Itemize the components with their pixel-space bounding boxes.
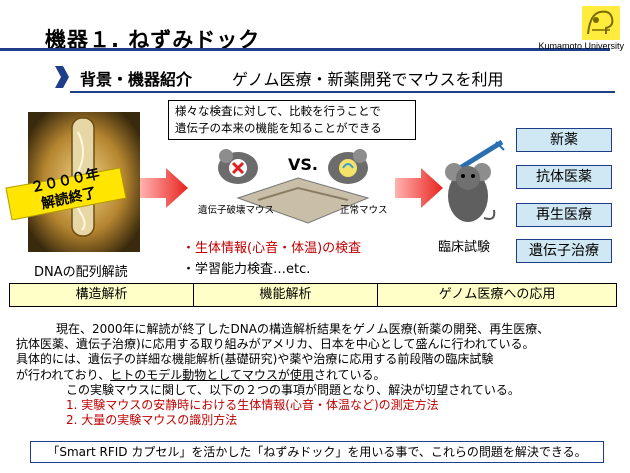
clinical-trial-label: 臨床試験 bbox=[438, 240, 491, 255]
university-logo-icon bbox=[582, 6, 620, 40]
section-divider bbox=[70, 91, 615, 93]
right-arrow-icon bbox=[395, 168, 443, 208]
description-paragraph: 現在、2000年に解読が終了したDNAの構造解析結果をゲノム医療(新薬の開発、再… bbox=[16, 322, 616, 428]
para-line: が行われており、ヒトのモデル動物としてマウスが使用されている。 bbox=[16, 368, 616, 383]
para-line: この実験マウスに関して、以下の２つの事項が問題となり、解決が切望されている。 bbox=[66, 382, 520, 397]
test-list: ・生体情報(心音・体温)の検査 ・学習能力検査…etc. bbox=[182, 238, 361, 280]
university-name: Kumamoto University bbox=[538, 41, 624, 51]
para-line: 具体的には、遺伝子の詳細な機能解析(基礎研究)や薬や治療に応用する前段階の臨床試… bbox=[16, 352, 494, 367]
normal-mouse-label: 正常マウス bbox=[340, 205, 388, 216]
para-fragment: が行われており、 bbox=[16, 367, 111, 382]
mouse-icon bbox=[445, 163, 496, 222]
test-item-vital: ・生体情報(心音・体温)の検査 bbox=[182, 241, 362, 256]
stage-function: 機能解析 bbox=[194, 284, 379, 306]
para-fragment: されている。 bbox=[313, 367, 386, 382]
callout-box: 様々な検査に対して、比較を行うことで 遺伝子の本来の機能を知ることができる bbox=[168, 100, 416, 140]
application-box: 遺伝子治療 bbox=[516, 239, 612, 263]
knockout-mouse-label: 遺伝子破壊マウス bbox=[198, 205, 275, 216]
test-item-learning: ・学習能力検査…etc. bbox=[182, 262, 311, 277]
stage-structure: 構造解析 bbox=[10, 284, 195, 306]
application-box: 抗体医薬 bbox=[516, 165, 612, 189]
conclusion-box: 「Smart RFID カプセル」を活かした「ねずみドック」を用いる事で、これら… bbox=[30, 441, 604, 463]
title-divider bbox=[0, 48, 610, 51]
right-arrow-icon bbox=[140, 168, 188, 208]
application-box: 再生医療 bbox=[516, 203, 612, 227]
callout-line-1: 様々な検査に対して、比較を行うことで bbox=[175, 104, 381, 118]
problem-item: 2. 大量の実験マウスの識別方法 bbox=[66, 413, 238, 428]
problem-item: 1. 実験マウスの安静時における生体情報(心音・体温など)の測定方法 bbox=[66, 398, 439, 413]
research-stage-band: 構造解析 機能解析 ゲノム医療への応用 bbox=[9, 283, 617, 307]
completion-badge-icon bbox=[5, 168, 127, 220]
mouse-maze-illustration bbox=[218, 149, 370, 224]
para-line: 現在、2000年に解読が終了したDNAの構造解析結果をゲノム医療(新薬の開発、再… bbox=[56, 322, 550, 336]
callout-line-2: 遺伝子の本来の機能を知ることができる bbox=[175, 121, 382, 135]
section-subtitle: ゲノム医療・新薬開発でマウスを利用 bbox=[232, 70, 504, 89]
para-line: 抗体医薬、遺伝子治療)に応用する取り組みがアメリカ、日本を中心として盛んに行われ… bbox=[16, 337, 535, 352]
para-emphasis: ヒトのモデル動物としてマウスが使用 bbox=[110, 367, 314, 382]
section-title: 背景・機器紹介 bbox=[80, 70, 193, 89]
application-box: 新薬 bbox=[516, 128, 612, 152]
dna-caption: DNAの配列解読 bbox=[34, 265, 128, 280]
stage-application: ゲノム医療への応用 bbox=[438, 287, 556, 302]
versus-label: VS. bbox=[288, 155, 318, 174]
section-arrow-icon bbox=[55, 66, 69, 88]
